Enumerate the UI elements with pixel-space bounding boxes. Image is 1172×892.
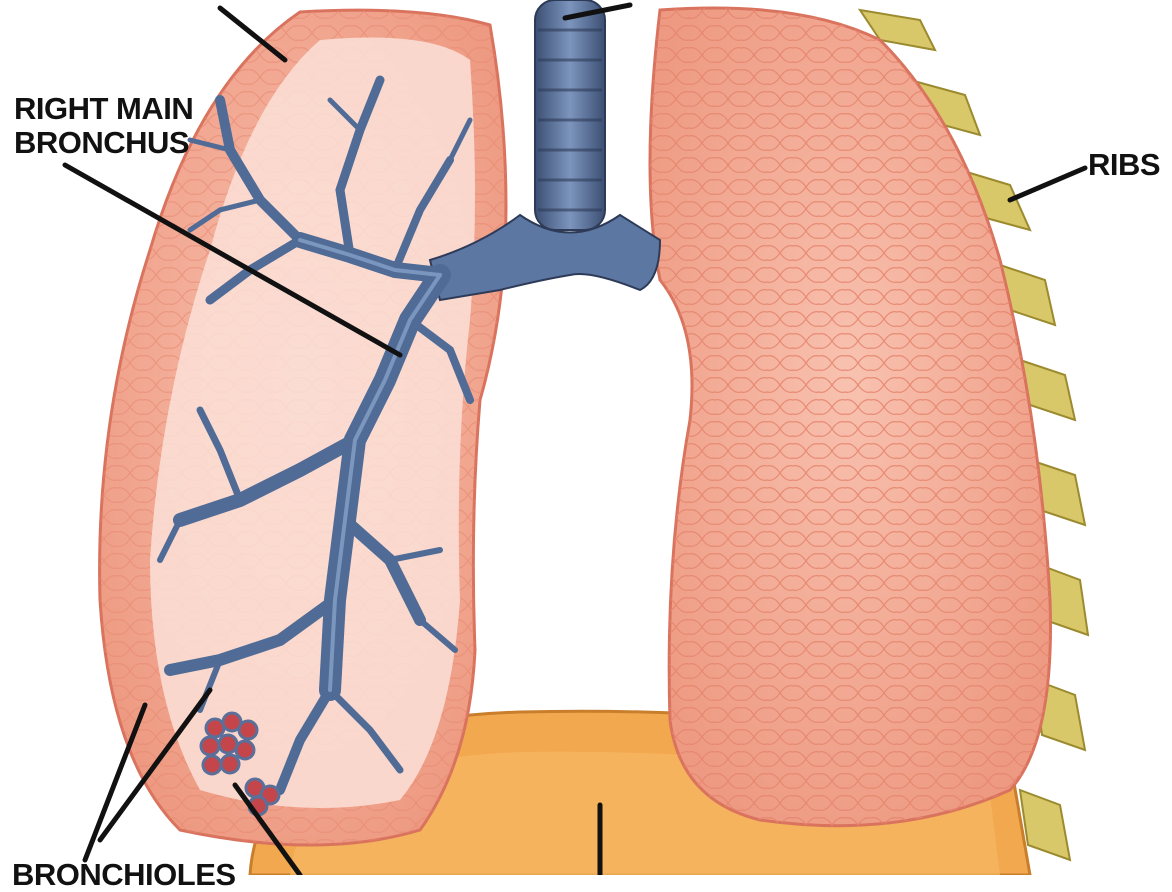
label-right-main-bronchus-line1: RIGHT MAIN <box>14 92 193 125</box>
leader-line-bronchioles-1 <box>85 705 145 860</box>
left-lung-texture <box>650 8 1051 826</box>
leader-line-ribs <box>1010 168 1085 200</box>
label-right-main-bronchus-line2: BRONCHUS <box>14 126 189 159</box>
rib <box>1020 790 1070 860</box>
label-ribs: RIBS <box>1088 148 1160 181</box>
